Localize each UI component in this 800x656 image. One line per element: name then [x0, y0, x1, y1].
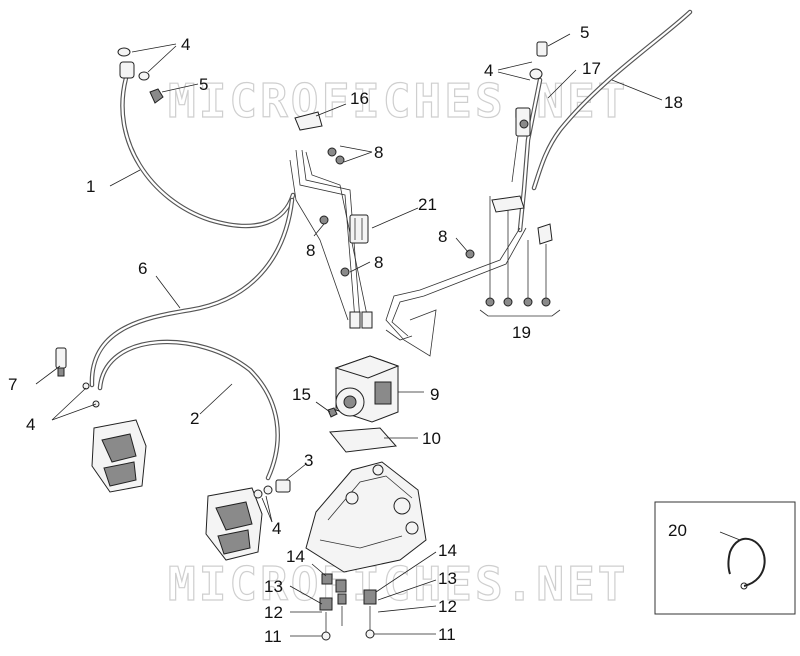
leader-lines — [35, 33, 741, 637]
watermark-top: MICROFICHES.NET — [168, 74, 628, 128]
callout-10: 10 — [422, 429, 441, 448]
brake-caliper-right — [205, 487, 263, 561]
brake-caliper-left — [91, 419, 147, 493]
hose-2 — [97, 339, 280, 481]
damper-stack-left — [319, 573, 333, 641]
callout-21: 21 — [418, 195, 437, 214]
mounting-bracket — [305, 461, 427, 573]
fitting-5-top-right — [529, 41, 548, 80]
callout-7: 7 — [8, 375, 17, 394]
bracket-plate-10 — [329, 427, 398, 453]
line-17 — [517, 77, 543, 233]
callout-5-top-right: 5 — [580, 23, 589, 42]
sensor-valve — [511, 107, 531, 183]
nuts-8 — [319, 147, 475, 277]
callout-14-left: 14 — [286, 547, 305, 566]
inset-box — [654, 501, 796, 615]
callout-9: 9 — [430, 385, 439, 404]
damper-stack-mid — [335, 579, 347, 626]
callout-13-right: 13 — [438, 569, 457, 588]
bolt-15 — [327, 407, 338, 418]
callout-8-top: 8 — [374, 143, 383, 162]
callout-4-top-left: 4 — [181, 35, 190, 54]
rigid-line-to-abs — [385, 227, 527, 357]
callout-13-left: 13 — [264, 577, 283, 596]
callout-11-right: 11 — [438, 625, 456, 644]
callout-16: 16 — [350, 89, 369, 108]
banjo-fitting-3 — [253, 479, 291, 499]
damper-stack-right — [363, 589, 377, 639]
callout-17: 17 — [582, 59, 601, 78]
callout-8-mid: 8 — [374, 253, 383, 272]
hose-1 — [120, 75, 296, 229]
callout-14-right: 14 — [438, 541, 457, 560]
callout-12-right: 12 — [438, 597, 457, 616]
bleed-fitting-7 — [55, 347, 67, 377]
callout-12-left: 12 — [264, 603, 283, 622]
callout-4-top-right: 4 — [484, 61, 493, 80]
spring-clip-20 — [727, 537, 766, 587]
callout-3: 3 — [304, 451, 313, 470]
callout-20: 20 — [668, 521, 687, 540]
callout-15: 15 — [292, 385, 311, 404]
clip-21 — [349, 214, 369, 244]
callout-18: 18 — [664, 93, 683, 112]
callout-4-bottom: 4 — [272, 519, 281, 538]
callout-19: 19 — [512, 323, 531, 342]
cable-18 — [531, 9, 693, 191]
callout-5-top-left: 5 — [199, 75, 208, 94]
banjo-fitting-top — [117, 47, 164, 104]
watermark-bottom: MICROFICHES.NET — [168, 557, 628, 611]
callout-8-right: 8 — [438, 227, 447, 246]
callout-6: 6 — [138, 259, 147, 278]
callout-2: 2 — [190, 409, 199, 428]
callout-1: 1 — [86, 177, 95, 196]
rigid-brake-lines — [289, 149, 373, 329]
callout-labels: 4 5 1 16 8 21 8 8 6 7 4 2 3 4 15 9 10 14… — [8, 23, 687, 646]
abs-modulator-9 — [334, 355, 400, 423]
callout-4-left: 4 — [26, 415, 35, 434]
callout-8-mid-left: 8 — [306, 241, 315, 260]
bracket-clips-19 — [479, 195, 561, 317]
hose-6 — [89, 197, 295, 388]
bracket-16 — [294, 111, 323, 131]
callout-11-left: 11 — [264, 627, 282, 646]
